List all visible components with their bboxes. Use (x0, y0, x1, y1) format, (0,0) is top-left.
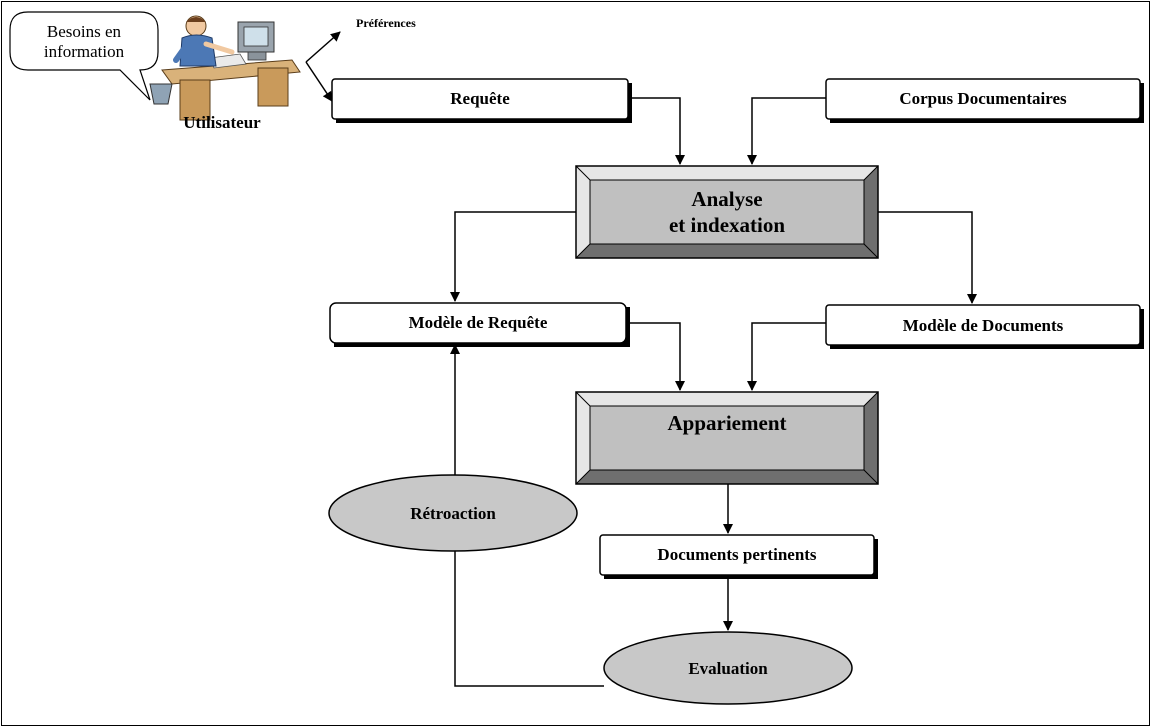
needs-speech-bubble: Besoins en information (9, 11, 159, 101)
retroaction-label: Rétroaction (410, 504, 496, 523)
corpus-label: Corpus Documentaires (899, 89, 1067, 108)
appariement-label: Appariement (668, 411, 787, 435)
bubble-line-2: information (44, 42, 125, 61)
modele-documents-box: Modèle de Documents (825, 304, 1144, 349)
arrow-requete-to-analyse (628, 97, 685, 165)
corpus-box: Corpus Documentaires (825, 78, 1144, 123)
arrow-analyse-to-modele-requete (450, 211, 576, 302)
requete-label: Requête (450, 89, 510, 108)
modele-requete-label: Modèle de Requête (409, 313, 548, 332)
arrow-analyse-to-modele-documents (878, 211, 977, 304)
documents-pertinents-box: Documents pertinents (599, 534, 878, 579)
analyse-label-line-2: et indexation (669, 213, 785, 237)
modele-requete-box: Modèle de Requête (329, 302, 630, 347)
user-label: Utilisateur (183, 113, 261, 132)
analyse-label-line-1: Analyse (691, 187, 762, 211)
preferences-label: Préférences (356, 16, 416, 30)
evaluation-ellipse: Evaluation (603, 631, 853, 705)
line-evaluation-to-retroaction (454, 551, 604, 687)
evaluation-label: Evaluation (688, 659, 768, 678)
connectors (450, 97, 977, 687)
user-at-desk-icon: Utilisateur (149, 15, 301, 132)
modele-documents-label: Modèle de Documents (903, 316, 1064, 335)
requete-box: Requête (331, 78, 632, 123)
appariement-box: Appariement (575, 391, 879, 485)
arrow-modele-requete-to-appariement (626, 322, 685, 391)
analyse-indexation-box: Analyse et indexation (575, 165, 879, 259)
documents-pertinents-label: Documents pertinents (657, 545, 817, 564)
retroaction-ellipse: Rétroaction (328, 474, 578, 552)
arrow-modele-documents-to-appariement (747, 322, 826, 391)
bubble-line-1: Besoins en (47, 22, 122, 41)
arrow-corpus-to-analyse (747, 97, 826, 165)
preferences-arrows: Préférences (305, 16, 416, 102)
